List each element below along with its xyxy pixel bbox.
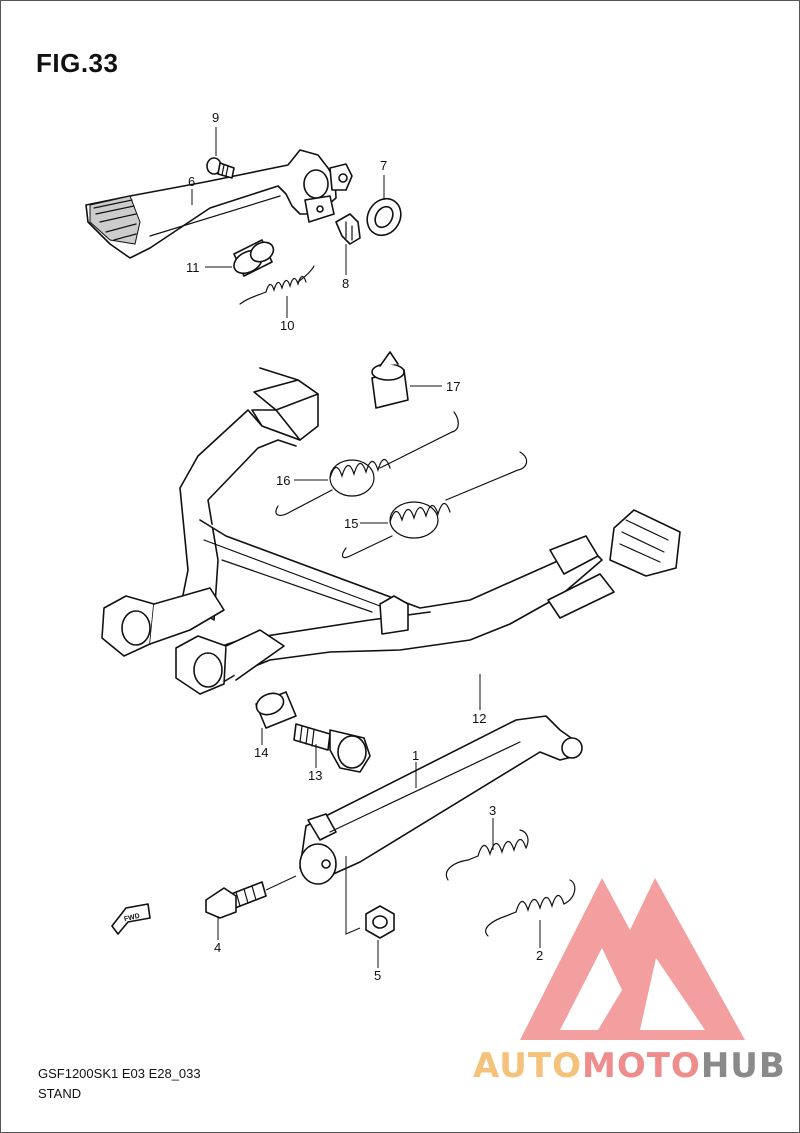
callout-8: 8: [342, 276, 349, 291]
watermark-moto: MOTO: [581, 1046, 701, 1086]
center-stand-12: [101, 367, 681, 695]
callout-1: 1: [412, 748, 419, 763]
spring-15: [341, 451, 528, 559]
callout-6: 6: [188, 174, 195, 189]
footer-section-title: STAND: [38, 1086, 82, 1101]
nut-5: [365, 905, 395, 939]
spring-3: [445, 829, 529, 881]
figure-title: FIG.33: [36, 48, 119, 78]
stopper-17: [371, 351, 409, 409]
watermark-logo: [520, 878, 745, 1040]
washer-7: [366, 197, 402, 237]
callout-5: 5: [374, 968, 381, 983]
callout-12: 12: [472, 711, 486, 726]
bolt-4: [205, 875, 297, 919]
watermark-hub: HUB: [700, 1046, 786, 1086]
callout-4: 4: [214, 940, 221, 955]
brake-pedal-lever: [85, 149, 353, 259]
footer-model-code: GSF1200SK1 E03 E28_033: [38, 1066, 201, 1081]
spring-10: [239, 265, 315, 305]
callout-10: 10: [280, 318, 294, 333]
callout-15: 15: [344, 516, 358, 531]
clip-8: [335, 213, 361, 245]
fwd-arrow-icon: [111, 903, 151, 935]
bushing-14: [255, 691, 297, 729]
bushing-11: [233, 239, 275, 277]
fwd-label: FWD: [123, 913, 140, 924]
callout-17: 17: [446, 379, 460, 394]
spring-2: [485, 879, 576, 937]
callout-14: 14: [254, 745, 268, 760]
watermark-auto: AUTO: [473, 1046, 582, 1086]
callout-13: 13: [308, 768, 322, 783]
callout-3: 3: [489, 803, 496, 818]
watermark-text: AUTOMOTOHUB: [473, 1046, 786, 1086]
spring-16: [275, 411, 459, 516]
callout-labels: 9 6 7 8 11 10 17 16 15 12 14 13 1 3 2 4 …: [123, 110, 543, 983]
callout-16: 16: [276, 473, 290, 488]
leader-lines: [191, 127, 541, 968]
bolt-9: [206, 157, 235, 179]
callout-11: 11: [186, 260, 200, 275]
side-stand-1: [299, 715, 583, 885]
callout-9: 9: [212, 110, 219, 125]
callout-7: 7: [380, 158, 387, 173]
callout-2: 2: [536, 948, 543, 963]
bolt-13: [293, 723, 371, 773]
